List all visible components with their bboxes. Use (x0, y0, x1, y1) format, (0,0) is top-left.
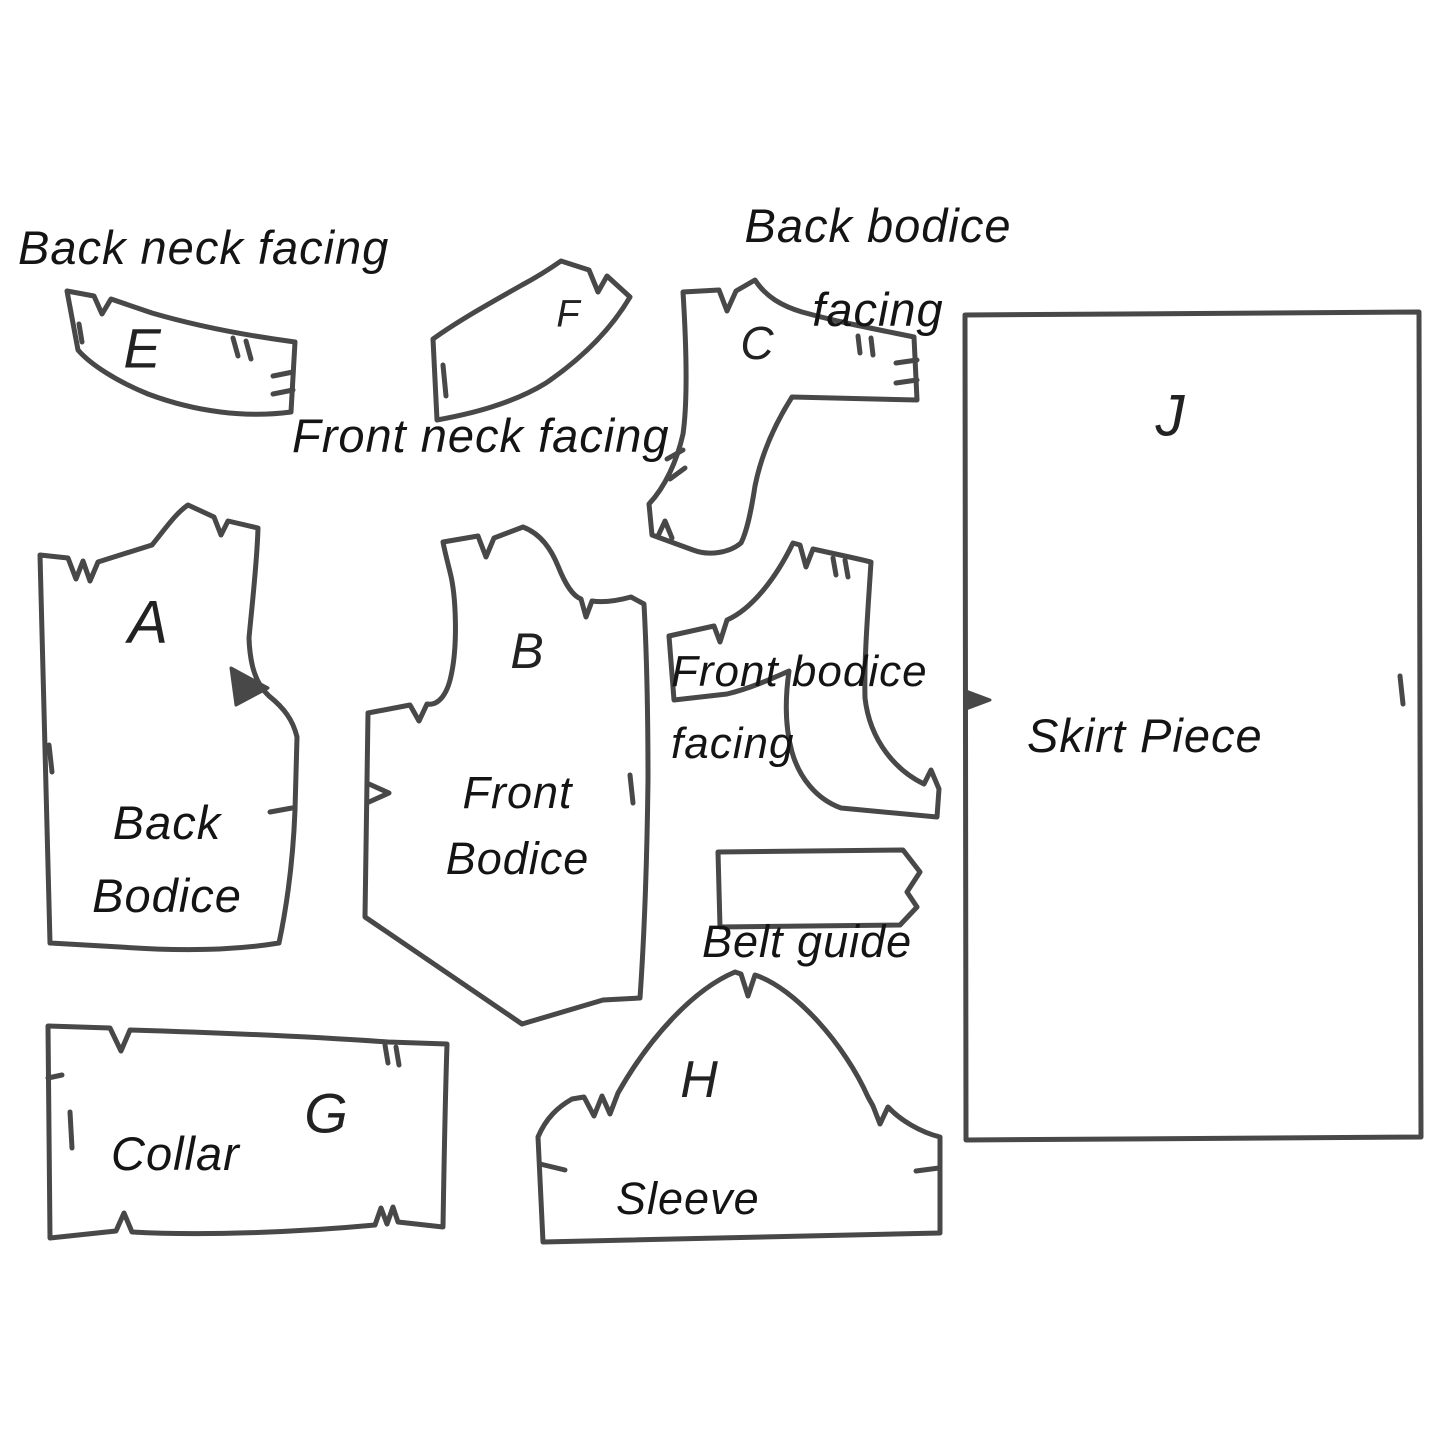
piece-front-neck-facing-outline (430, 258, 633, 423)
piece-letter-C: C (740, 317, 774, 369)
notch-mark (868, 335, 876, 358)
piece-belt-guide-outline (715, 847, 923, 930)
piece-front-bodice-facing-outline (666, 540, 942, 820)
notch-mark (45, 1072, 65, 1081)
skirt-piece-label: Skirt Piece (1027, 709, 1263, 762)
piece-front-neck-facing (430, 258, 633, 423)
piece-letter-E: E (123, 316, 161, 380)
piece-sleeve (535, 969, 943, 1245)
notch-mark (366, 781, 392, 805)
piece-letter-H: H (680, 1051, 718, 1109)
notch-mark (537, 1161, 568, 1173)
piece-back-bodice-facing-outline (646, 277, 920, 556)
notch-mark (667, 465, 688, 482)
piece-back-neck-facing-outline (64, 288, 298, 417)
front-bodice-label: Front Bodice (420, 760, 615, 892)
notch-mark (893, 357, 920, 366)
piece-skirt-outline (962, 309, 1424, 1143)
piece-sleeve-outline (535, 969, 943, 1245)
notch-mark (855, 333, 863, 356)
piece-back-neck-facing (64, 288, 298, 417)
piece-front-bodice (362, 524, 651, 1027)
notch-mark (230, 335, 241, 359)
notch-mark (627, 772, 636, 806)
belt-guide-label: Belt guide (702, 916, 913, 967)
piece-collar (45, 1023, 450, 1241)
notch-mark (46, 742, 55, 775)
notch-mark (270, 369, 296, 379)
piece-letter-A: A (127, 588, 169, 656)
notch-mark (393, 1044, 402, 1068)
front-neck-facing-label: Front neck facing (292, 409, 670, 462)
notch-mark (267, 805, 295, 815)
back-neck-facing-label: Back neck facing (18, 221, 390, 274)
notch-mark (440, 362, 449, 399)
piece-letter-J: J (1155, 383, 1185, 449)
back-bodice-facing-label: Back bodice facing (744, 184, 1012, 352)
piece-back-bodice-facing (646, 277, 920, 556)
notch-mark (655, 518, 675, 541)
notch-mark (270, 387, 296, 397)
notch-mark (243, 338, 254, 362)
back-bodice-label-line2: Bodice (92, 869, 242, 922)
edge-arrow-notch (964, 689, 992, 711)
collar-label: Collar (111, 1127, 240, 1180)
front-bodice-label-line1: Front (462, 767, 573, 818)
piece-letter-G: G (304, 1081, 348, 1145)
piece-letter-B: B (510, 623, 544, 679)
piece-front-bodice-outline (362, 524, 651, 1027)
armhole-arrow-notch (229, 666, 270, 707)
sleeve-label: Sleeve (616, 1173, 760, 1224)
notch-mark (842, 557, 851, 580)
back-bodice-label: Back Bodice (72, 786, 262, 932)
notch-mark (664, 447, 686, 462)
back-bodice-label-line1: Back (112, 796, 222, 849)
notch-mark (76, 321, 85, 345)
piece-back-bodice (37, 502, 300, 953)
notch-mark (382, 1042, 391, 1066)
notch-mark (67, 1109, 75, 1151)
piece-back-bodice-outline (37, 502, 300, 953)
front-bodice-facing-label-line2: facing (671, 719, 795, 768)
front-bodice-facing-label: Front bodice facing (671, 636, 928, 780)
back-bodice-facing-label-line2: facing (812, 283, 944, 336)
notch-mark (1397, 673, 1406, 707)
back-bodice-facing-label-line1: Back bodice (744, 199, 1012, 252)
notch-mark (913, 1165, 942, 1174)
notch-mark (830, 555, 839, 578)
front-bodice-label-line2: Bodice (445, 833, 590, 884)
piece-collar-outline (45, 1023, 450, 1241)
piece-front-bodice-facing (666, 540, 942, 820)
piece-skirt (962, 309, 1424, 1143)
piece-belt-guide (715, 847, 923, 930)
piece-letter-F: F (556, 293, 580, 336)
notch-mark (893, 377, 920, 386)
front-bodice-facing-label-line1: Front bodice (671, 647, 928, 696)
